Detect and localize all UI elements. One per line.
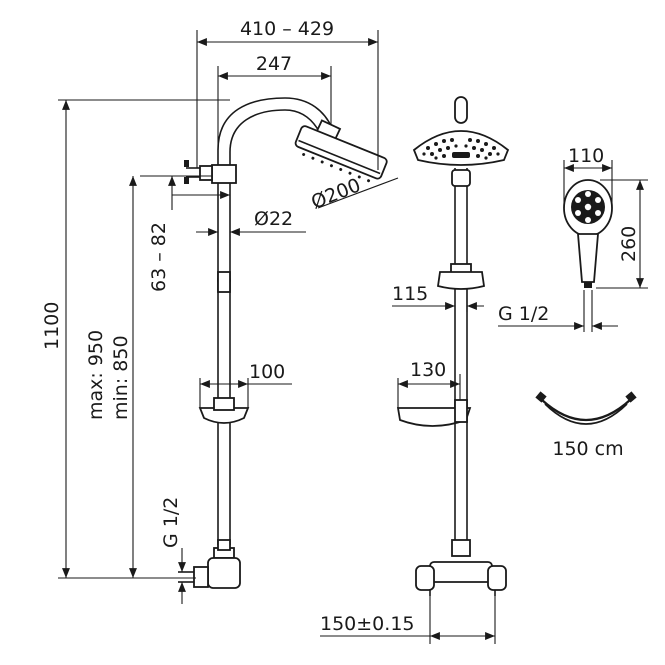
dim-line-200 [317,177,399,209]
hand-shower-view [563,179,613,288]
shower-arm-inner [229,109,321,170]
dim-label-63-82: 63 – 82 [148,222,170,292]
slider-body [217,271,231,293]
dim-label-100: 100 [249,361,285,383]
dim-label-22: Ø22 [254,208,293,230]
front-wall-bracket [451,169,471,187]
side-view-dimensions: 410 – 429 247 Ø200 Ø22 63 – 82 1100 max:… [41,18,399,604]
wall-plate [199,165,213,181]
shower-arm-outer [217,97,333,170]
hose-end-right [625,391,637,403]
mixer-connector [193,566,209,588]
hose-curve [541,399,631,421]
hand-shower-dimensions: 110 260 G 1/2 [498,145,648,332]
front-view [396,96,510,596]
dim-label-g12-right: G 1/2 [498,303,549,325]
front-view-dimensions: 115 130 150±0.15 [320,283,496,644]
mixer-left-handle [415,565,435,591]
soap-dish-clamp [213,397,235,411]
rain-head-side [294,125,388,183]
mixer-riser-joint [451,539,471,557]
soap-dish-side [198,407,250,424]
rain-head-nozzles [422,138,500,160]
dim-label-1100: 1100 [41,302,63,350]
dim-label-max-950: max: 950 [85,330,107,420]
riser-top-cap [454,96,468,124]
wall-dowel-bottom [184,177,189,184]
mixer-body-front [429,561,493,583]
dim-label-150: 150±0.15 [320,613,415,635]
side-view [178,97,388,589]
dim-label-200: Ø200 [308,174,364,214]
dim-label-min-850: min: 850 [110,335,132,420]
hose-length-label: 150 cm [552,438,623,460]
dim-label-115: 115 [392,283,428,305]
mixer-body-side [207,557,241,589]
dim-label-260: 260 [618,226,640,262]
dim-label-110: 110 [568,145,604,167]
dim-label-410-429: 410 – 429 [240,18,334,40]
mixer-right-handle [487,565,507,591]
dim-label-247: 247 [256,53,292,75]
wall-bracket [211,164,237,184]
hand-shower-nozzles [575,191,601,223]
wall-dowel-top [184,160,189,167]
dim-label-g12-left: G 1/2 [160,497,182,548]
soap-dish-clamp-front [454,399,468,423]
hand-shower-connector [584,282,592,288]
dim-label-130: 130 [410,359,446,381]
hose-end-left [535,391,547,403]
hand-shower-holder [436,271,486,290]
hose-view: 150 cm [535,391,637,460]
hand-shower-handle [577,233,599,283]
rain-head-front [412,130,510,166]
rain-head-center [452,152,470,158]
